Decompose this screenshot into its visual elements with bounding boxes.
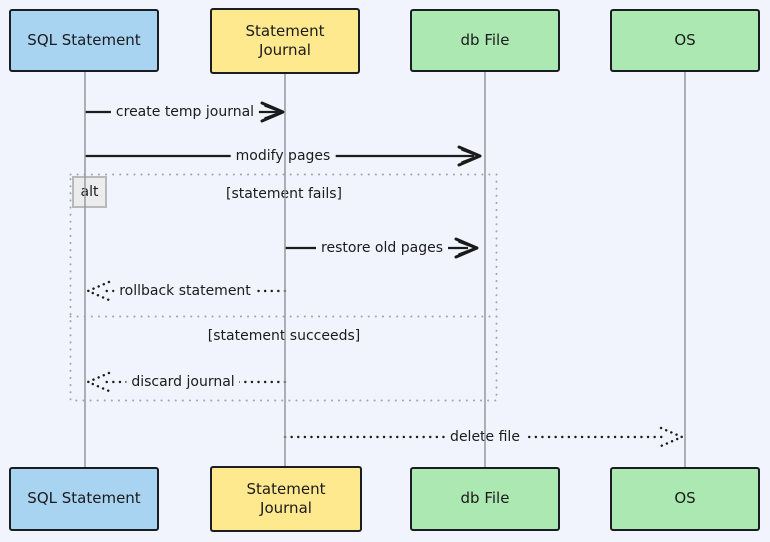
- arrowhead-right-icon: [264, 105, 282, 119]
- arrowhead-right-icon: [457, 145, 482, 167]
- message-label-rollback-statement: rollback statement: [114, 283, 256, 299]
- arrowhead-right-icon: [458, 241, 476, 255]
- arrowhead-left-dotted-icon: [86, 280, 111, 302]
- actor-box-statement-journal-top: Statement Journal: [210, 8, 360, 74]
- actor-label: SQL Statement: [27, 489, 141, 508]
- alt-condition-statement-succeeds: [statement succeeds]: [202, 328, 366, 344]
- arrowhead-right-icon: [454, 237, 479, 259]
- actor-box-statement-journal-bottom: Statement Journal: [210, 466, 362, 532]
- alt-frame-border: [69, 173, 498, 402]
- actor-label: OS: [674, 30, 696, 49]
- message-label-restore-old-pages: restore old pages: [316, 240, 448, 256]
- actor-label: Statement Journal: [246, 479, 326, 518]
- actor-label: SQL Statement: [27, 30, 141, 49]
- message-label-modify-pages: modify pages: [230, 148, 336, 164]
- actor-box-sql-statement-bottom: SQL Statement: [9, 467, 159, 531]
- actor-box-db-file-top: db File: [410, 9, 560, 72]
- alt-condition-statement-fails: [statement fails]: [220, 186, 348, 202]
- alt-operator-tag: alt: [72, 176, 107, 208]
- actor-label: Statement Journal: [245, 21, 325, 60]
- actor-label: db File: [460, 30, 510, 49]
- actor-label: db File: [460, 489, 510, 508]
- actor-box-db-file-bottom: db File: [410, 467, 560, 531]
- message-label-create-temp-journal: create temp journal: [110, 104, 260, 120]
- arrowhead-right-dotted-icon: [659, 426, 684, 448]
- arrowhead-right-icon: [461, 149, 479, 163]
- actor-box-os-top: OS: [610, 9, 760, 72]
- message-label-discard-journal: discard journal: [126, 374, 240, 390]
- actor-box-sql-statement-top: SQL Statement: [9, 9, 159, 72]
- actor-box-os-bottom: OS: [610, 467, 760, 531]
- actor-label: OS: [674, 489, 696, 508]
- arrowhead-left-dotted-icon: [86, 371, 111, 393]
- message-label-delete-file: delete file: [445, 429, 525, 445]
- arrowhead-right-icon: [260, 101, 285, 123]
